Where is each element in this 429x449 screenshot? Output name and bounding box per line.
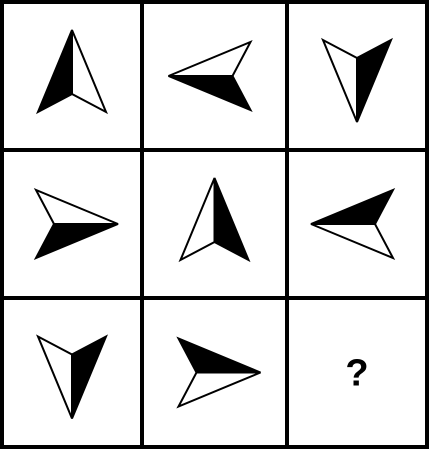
grid-line-horizontal <box>0 445 429 449</box>
cells-layer: ? <box>33 29 396 419</box>
cell-2-2 <box>178 177 251 263</box>
cell-3-1 <box>36 334 108 419</box>
cell-2-3 <box>310 188 396 260</box>
cell-1-2 <box>168 40 253 112</box>
arrowhead-half-dark <box>33 223 119 260</box>
cell-3-3: ? <box>345 353 368 395</box>
grid-line-vertical <box>140 0 144 449</box>
grid-line-horizontal <box>0 296 429 300</box>
arrowhead-down-icon <box>36 334 108 419</box>
grid-line-horizontal <box>0 0 429 4</box>
arrowhead-right-icon <box>33 188 119 260</box>
arrowhead-half-light <box>168 40 253 77</box>
cell-3-2 <box>176 336 261 409</box>
cell-2-1 <box>33 188 119 260</box>
arrowhead-half-light <box>321 37 358 123</box>
arrowhead-half-dark <box>213 177 251 263</box>
cell-1-3 <box>321 37 393 123</box>
grid-line-vertical <box>0 0 4 449</box>
cell-1-1 <box>36 29 108 115</box>
arrowhead-down-icon <box>321 37 393 123</box>
arrowhead-half-light <box>71 29 108 115</box>
arrowhead-up-icon <box>36 29 108 115</box>
arrowhead-left-icon <box>168 40 253 112</box>
arrowhead-half-light <box>176 371 261 409</box>
question-mark: ? <box>345 353 368 395</box>
grid-line-vertical <box>425 0 429 449</box>
arrowhead-up-icon <box>178 177 251 263</box>
arrowhead-half-dark <box>310 188 396 225</box>
arrowhead-right-icon <box>176 336 261 409</box>
arrowhead-half-light <box>36 334 73 419</box>
grid-line-horizontal <box>0 148 429 152</box>
arrowhead-left-icon <box>310 188 396 260</box>
grid-line-vertical <box>285 0 289 449</box>
